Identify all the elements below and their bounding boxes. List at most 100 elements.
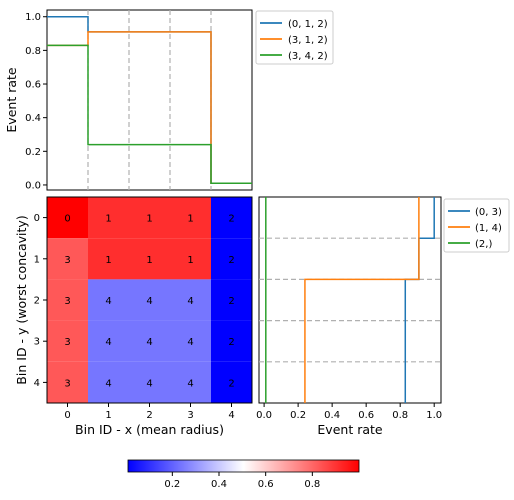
heatmap-y-tick-label: 1 [34, 254, 40, 265]
heatmap-cell [129, 320, 170, 362]
heatmap-y-tick-label: 0 [34, 213, 40, 224]
colorbar-tick-label: 0.8 [304, 479, 320, 490]
heatmap-cell [211, 320, 252, 362]
top-y-tick-label: 1.0 [25, 12, 41, 23]
heatmap-y-axis-label: Bin ID - y (worst concavity) [14, 215, 29, 384]
top-legend-label-1: (3, 1, 2) [288, 35, 328, 46]
heatmap-cell [129, 361, 170, 403]
heatmap-cell [211, 238, 252, 280]
heatmap-cell [211, 279, 252, 321]
heatmap-cell-label: 3 [64, 378, 70, 389]
right-event-rate-panel: 0.0 0.2 0.4 0.6 0.8 1.0 Event rate [256, 196, 442, 437]
top-event-rate-panel: 0.0 0.2 0.4 0.6 0.8 1.0 Event rate [4, 9, 253, 191]
right-legend-label-1: (1, 4) [475, 223, 502, 234]
heatmap-cell-label: 4 [146, 337, 152, 348]
heatmap-cell-label: 4 [146, 378, 152, 389]
right-legend: (0, 3) (1, 4) (2,) [443, 198, 510, 253]
heatmap-cell [88, 320, 129, 362]
heatmap-cell-label: 2 [228, 337, 234, 348]
heatmap-cell [88, 279, 129, 321]
top-y-tick-label: 0.0 [25, 180, 41, 191]
heatmap-cell-label: 2 [228, 296, 234, 307]
right-x-tick-label: 1.0 [426, 410, 442, 421]
heatmap-cell [47, 238, 88, 280]
heatmap-cell [170, 197, 211, 239]
heatmap-cell [211, 361, 252, 403]
top-y-axis-label: Event rate [4, 67, 19, 132]
heatmap-cell [129, 238, 170, 280]
right-x-tick-label: 0.8 [392, 410, 408, 421]
right-series-line-1 [304, 197, 420, 403]
right-x-tick-label: 0.0 [256, 410, 272, 421]
heatmap-cell [170, 361, 211, 403]
right-x-tick-label: 0.6 [358, 410, 374, 421]
heatmap-cell-label: 2 [228, 214, 234, 225]
heatmap-cell-label: 1 [146, 255, 152, 266]
heatmap-cell-label: 2 [228, 378, 234, 389]
heatmap-cell [88, 361, 129, 403]
right-legend-box [443, 198, 510, 253]
heatmap-cell [170, 279, 211, 321]
heatmap-cell-label: 1 [187, 214, 193, 225]
heatmap-cell [129, 197, 170, 239]
heatmap-cell-label: 3 [64, 255, 70, 266]
heatmap-cell-label: 1 [105, 214, 111, 225]
heatmap-cell-label: 4 [105, 337, 111, 348]
colorbar-tick-label: 0.6 [258, 479, 274, 490]
heatmap-cell-label: 4 [146, 296, 152, 307]
heatmap-cell-label: 0 [64, 214, 70, 225]
top-legend-box [255, 10, 334, 65]
heatmap-cell [88, 238, 129, 280]
colorbar: 0.2 0.4 0.6 0.8 [127, 459, 360, 490]
heatmap-cell-label: 4 [187, 337, 193, 348]
heatmap-cell-label: 3 [64, 296, 70, 307]
colorbar-tick-label: 0.4 [211, 479, 227, 490]
heatmap-y-tick-label: 3 [34, 337, 40, 348]
colorbar-tick-label: 0.2 [164, 479, 180, 490]
top-y-tick-label: 0.4 [25, 113, 41, 124]
top-legend: (0, 1, 2) (3, 1, 2) (3, 4, 2) [255, 10, 334, 65]
top-series-line-2 [47, 44, 252, 185]
heatmap-cell-label: 2 [228, 255, 234, 266]
right-x-tick-label: 0.4 [324, 410, 340, 421]
heatmap-cell-label: 1 [146, 214, 152, 225]
heatmap-cell [170, 238, 211, 280]
heatmap-cell [47, 320, 88, 362]
heatmap-cell [211, 197, 252, 239]
heatmap-cell-label: 4 [187, 378, 193, 389]
heatmap-x-tick-label: 2 [146, 410, 152, 421]
top-y-tick-label: 0.8 [25, 46, 41, 57]
heatmap-cell-label: 4 [105, 378, 111, 389]
heatmap-x-tick-label: 3 [187, 410, 193, 421]
heatmap-y-tick-label: 2 [34, 296, 40, 307]
heatmap-cell [47, 279, 88, 321]
top-y-tick-label: 0.2 [25, 147, 41, 158]
heatmap-x-axis-label: Bin ID - x (mean radius) [75, 422, 224, 437]
top-legend-label-0: (0, 1, 2) [288, 19, 328, 30]
right-x-axis-label: Event rate [317, 422, 382, 437]
heatmap-cell [47, 197, 88, 239]
heatmap-x-tick-label: 0 [64, 410, 70, 421]
heatmap-cell [170, 320, 211, 362]
right-panel-frame [258, 196, 442, 404]
heatmap-cell-label: 1 [187, 255, 193, 266]
colorbar-bar [127, 459, 360, 473]
heatmap-cell [88, 197, 129, 239]
top-panel-frame [46, 9, 253, 191]
heatmap-cell-label: 4 [105, 296, 111, 307]
heatmap-cell [47, 361, 88, 403]
heatmap-y-tick-label: 4 [34, 378, 40, 389]
right-legend-label-2: (2,) [475, 239, 492, 250]
heatmap-cell [129, 279, 170, 321]
top-legend-label-2: (3, 4, 2) [288, 51, 328, 62]
heatmap-x-tick-label: 1 [105, 410, 111, 421]
right-x-tick-label: 0.2 [290, 410, 306, 421]
heatmap-cell-label: 1 [105, 255, 111, 266]
heatmap-cell-label: 4 [187, 296, 193, 307]
heatmap-x-tick-label: 4 [228, 410, 234, 421]
right-legend-label-0: (0, 3) [475, 207, 502, 218]
top-y-tick-label: 0.6 [25, 80, 41, 91]
